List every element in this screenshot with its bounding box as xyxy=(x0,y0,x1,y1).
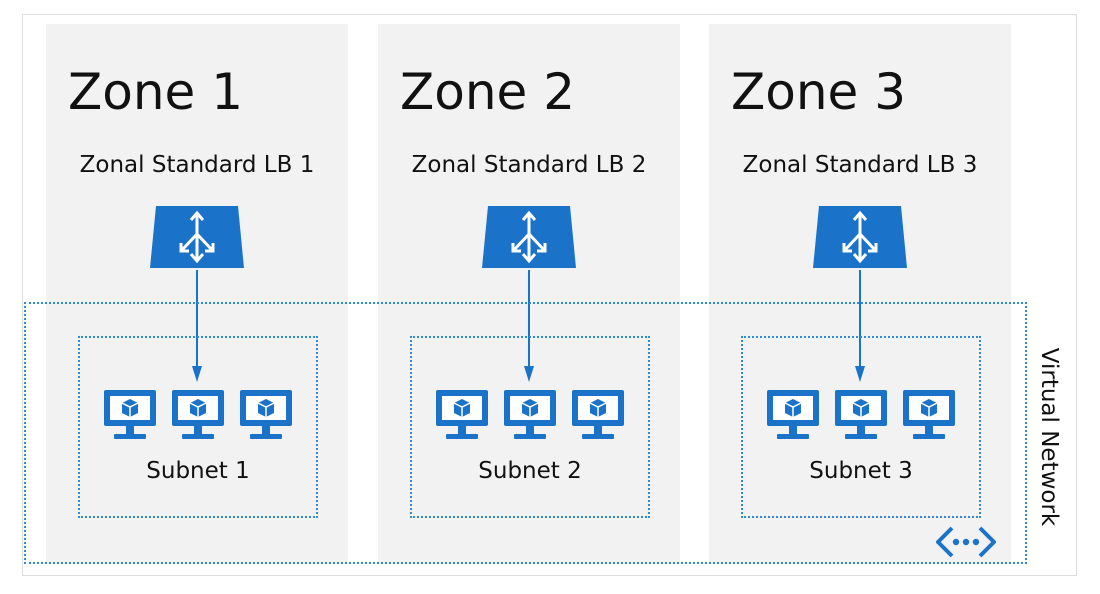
virtual-machine-icon xyxy=(240,390,292,439)
zone-title: Zone 3 xyxy=(731,63,906,121)
virtual-machine-icon xyxy=(504,390,556,439)
zone-title: Zone 1 xyxy=(68,63,243,121)
zone-title: Zone 2 xyxy=(400,63,575,121)
load-balancer-label: Zonal Standard LB 3 xyxy=(742,152,978,178)
load-balancer-label: Zonal Standard LB 2 xyxy=(411,152,647,178)
virtual-machine-icon xyxy=(104,390,156,439)
connection-arrow xyxy=(855,270,865,382)
zone-panel-2: Zone 2 Zonal Standard LB 2 xyxy=(378,24,680,564)
load-balancer-icon xyxy=(150,206,244,268)
virtual-network-label: Virtual Network xyxy=(1036,347,1062,527)
virtual-machine-icon xyxy=(572,390,624,439)
connection-arrow xyxy=(192,270,202,382)
virtual-machine-icon xyxy=(835,390,887,439)
zone-panel-1: Zone 1 Zonal Standard LB 1 xyxy=(46,24,348,564)
virtual-machine-icon xyxy=(436,390,488,439)
subnet-box: Subnet 3 xyxy=(741,336,981,518)
virtual-network-boundary xyxy=(24,302,1027,564)
virtual-network-icon xyxy=(936,526,996,558)
load-balancer-icon xyxy=(482,206,576,268)
subnet-box: Subnet 1 xyxy=(78,336,318,518)
subnet-box: Subnet 2 xyxy=(410,336,650,518)
connection-arrow xyxy=(524,270,534,382)
load-balancer-icon xyxy=(813,206,907,268)
subnet-label: Subnet 1 xyxy=(146,458,250,484)
virtual-machine-icon xyxy=(172,390,224,439)
virtual-machine-icon xyxy=(903,390,955,439)
subnet-label: Subnet 2 xyxy=(478,458,582,484)
virtual-machine-icon xyxy=(767,390,819,439)
subnet-label: Subnet 3 xyxy=(809,458,913,484)
load-balancer-label: Zonal Standard LB 1 xyxy=(79,152,315,178)
virtual-network-label-container: Virtual Network xyxy=(1034,332,1064,542)
zone-panel-3: Zone 3 Zonal Standard LB 3 xyxy=(709,24,1011,564)
